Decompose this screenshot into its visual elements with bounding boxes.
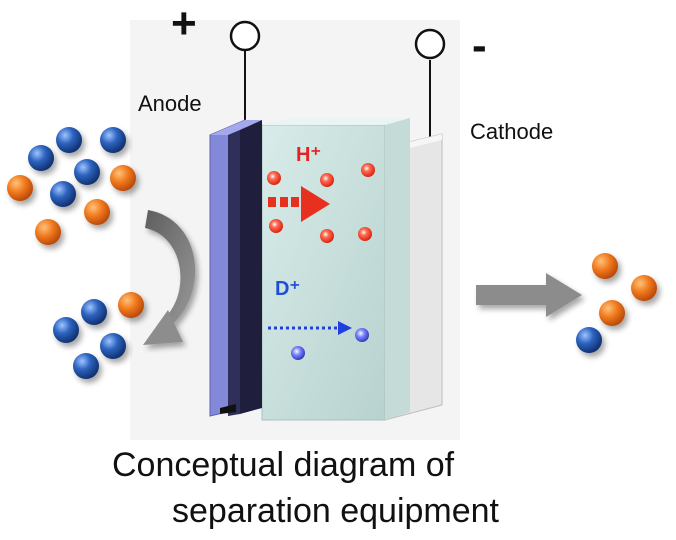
cathode-terminal (414, 28, 446, 138)
deuteron-label: D⁺ (275, 278, 300, 300)
orange-particle-sphere-icon (84, 199, 110, 225)
blue-particle-sphere-icon (28, 145, 54, 171)
orange-particle-sphere-icon (35, 219, 61, 245)
blue-particle-sphere-icon (74, 159, 100, 185)
input-mixture-particles (7, 127, 136, 245)
proton-particle (361, 163, 375, 177)
returned-mixture-particles (53, 292, 144, 379)
proton-particle (267, 171, 281, 185)
cathode-label: Cathode (470, 119, 554, 144)
orange-particle-sphere-icon (7, 175, 33, 201)
output-flow-arrow-icon (476, 273, 582, 317)
deuteron-particle (291, 346, 305, 360)
caption-line-2: separation equipment (172, 492, 500, 530)
proton-particle (358, 227, 372, 241)
orange-particle-sphere-icon (631, 275, 657, 301)
negative-terminal-sign: - (472, 21, 487, 70)
deuteron-particle (355, 328, 369, 342)
membrane-base-mark (220, 404, 236, 414)
anode-terminal (229, 20, 261, 122)
blue-particle-sphere-icon (81, 299, 107, 325)
blue-particle-sphere-icon (100, 333, 126, 359)
proton-flow-arrow-icon (268, 186, 330, 222)
proton-exchange-membrane (228, 120, 262, 416)
proton-particle (269, 219, 283, 233)
blue-particle-sphere-icon (100, 127, 126, 153)
positive-terminal-sign: + (171, 0, 197, 48)
chamber (261, 118, 410, 421)
blue-particle-sphere-icon (56, 127, 82, 153)
blue-particle-sphere-icon (576, 327, 602, 353)
anode-terminal-circle-icon (229, 20, 261, 52)
deuteron-flow-arrow-icon (268, 321, 352, 335)
blue-particle-sphere-icon (50, 181, 76, 207)
blue-particle-sphere-icon (53, 317, 79, 343)
orange-particle-sphere-icon (592, 253, 618, 279)
orange-particle-sphere-icon (118, 292, 144, 318)
proton-particle (320, 229, 334, 243)
orange-particle-sphere-icon (599, 300, 625, 326)
proton-label: H⁺ (296, 144, 321, 166)
output-mixture-particles (576, 253, 657, 353)
proton-particle (320, 173, 334, 187)
return-flow-arrow-icon (143, 210, 196, 345)
proton-particles (267, 163, 375, 243)
caption-line-1: Conceptual diagram of (112, 446, 455, 484)
anode-label: Anode (138, 91, 202, 116)
blue-particle-sphere-icon (73, 353, 99, 379)
orange-particle-sphere-icon (110, 165, 136, 191)
cathode-terminal-circle-icon (414, 28, 446, 60)
